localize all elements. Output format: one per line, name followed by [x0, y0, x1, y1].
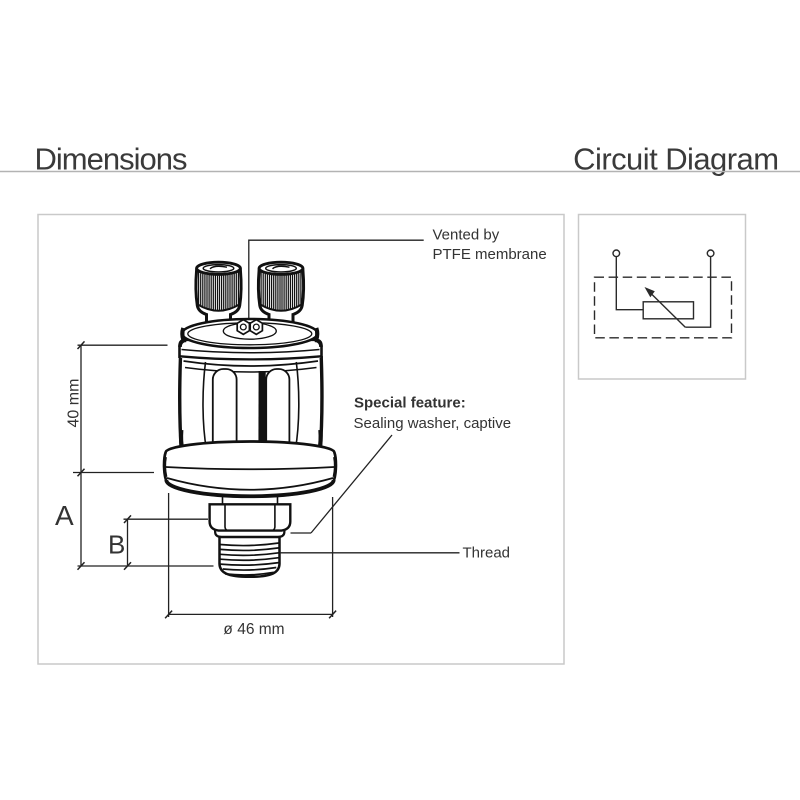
svg-text:Circuit Diagram: Circuit Diagram: [573, 142, 778, 177]
svg-text:PTFE membrane: PTFE membrane: [433, 246, 547, 263]
svg-text:B: B: [108, 530, 125, 560]
svg-text:A: A: [55, 500, 74, 531]
svg-text:Sealing washer, captive: Sealing washer, captive: [354, 415, 512, 432]
svg-text:Thread: Thread: [463, 545, 511, 562]
svg-text:Vented by: Vented by: [433, 227, 500, 244]
svg-text:Dimensions: Dimensions: [35, 142, 187, 177]
svg-text:Special feature:: Special feature:: [354, 395, 466, 412]
svg-text:40 mm: 40 mm: [66, 379, 83, 428]
svg-text:ø 46 mm: ø 46 mm: [223, 621, 284, 638]
